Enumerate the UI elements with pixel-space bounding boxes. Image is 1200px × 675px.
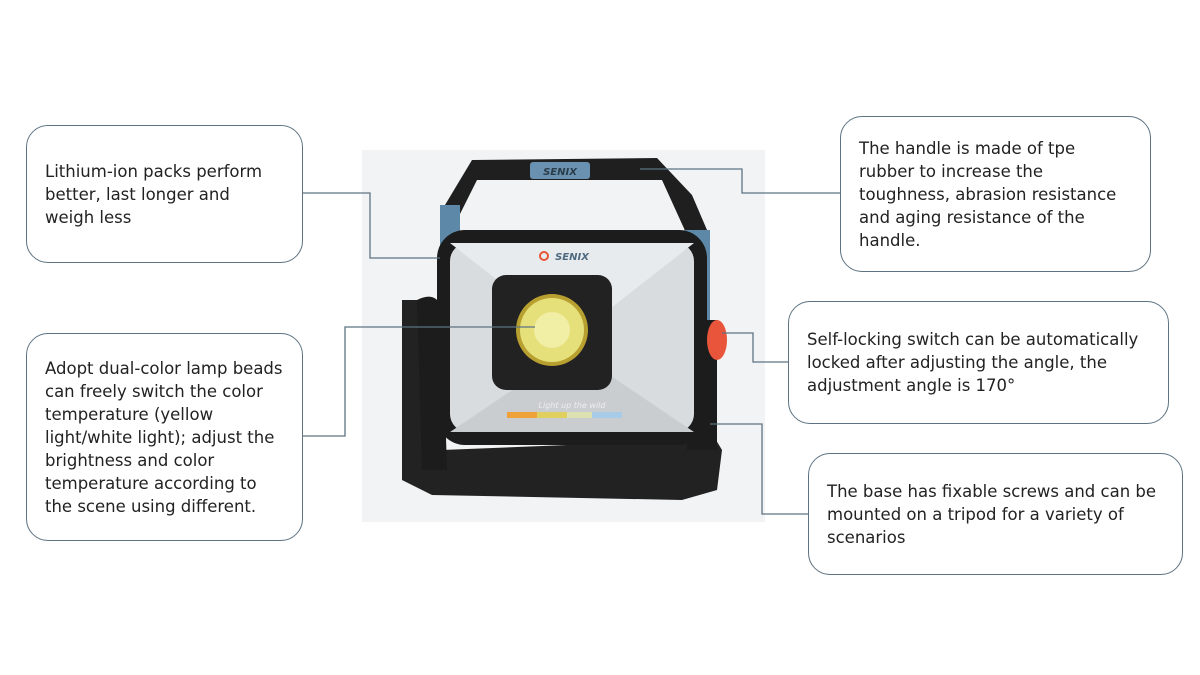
callout-handle: The handle is made of tpe rubber to incr… [840, 116, 1151, 272]
work-light-product-image: SENIX SENIX Light up the wild [362, 150, 765, 522]
handle-brand-label: SENIX [543, 167, 578, 178]
callout-base: The base has fixable screws and can be m… [808, 453, 1183, 575]
head-brand-label: SENIX [555, 252, 590, 263]
callout-battery: Lithium-ion packs perform better, last l… [26, 125, 303, 263]
tagline: Light up the wild [539, 401, 607, 410]
callout-text: Adopt dual-color lamp beads can freely s… [45, 358, 283, 516]
callout-switch: Self-locking switch can be automatically… [788, 301, 1169, 424]
callout-text: The base has fixable screws and can be m… [827, 481, 1157, 547]
callout-text: Lithium-ion packs perform better, last l… [45, 161, 263, 227]
callout-text: The handle is made of tpe rubber to incr… [859, 138, 1117, 250]
callout-lamp-beads: Adopt dual-color lamp beads can freely s… [26, 333, 303, 541]
callout-text: Self-locking switch can be automatically… [807, 330, 1139, 395]
